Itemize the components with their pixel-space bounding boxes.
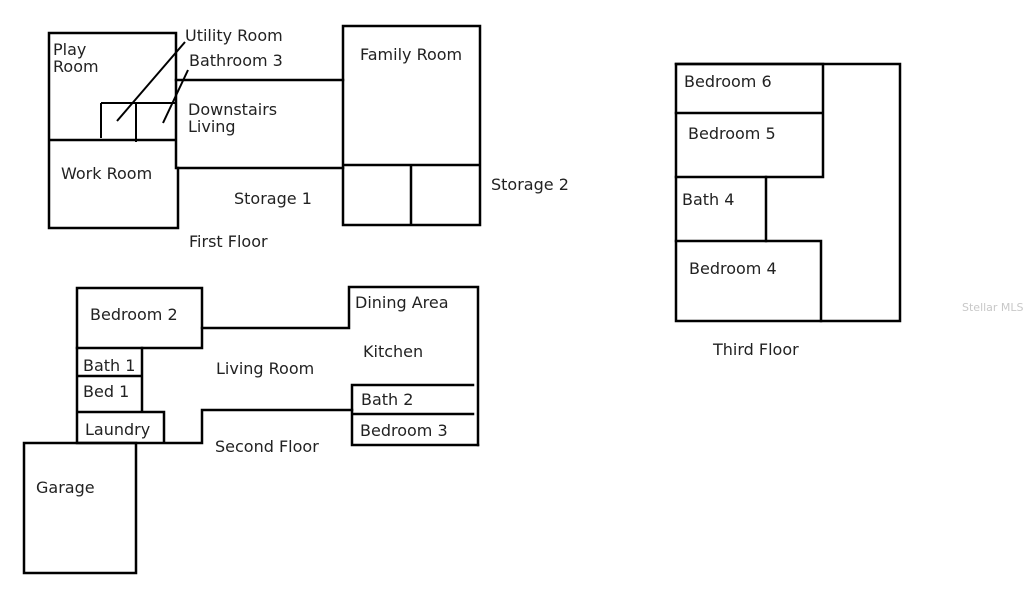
garage-walls xyxy=(22,441,138,575)
utility-bath-walls xyxy=(100,102,176,142)
third-floor-outer-walls xyxy=(674,62,902,323)
bedroom-4-walls xyxy=(674,239,823,323)
storage-1-label: Storage 1 xyxy=(234,189,312,208)
work-room-label: Work Room xyxy=(61,164,152,183)
storage-2-label: Storage 2 xyxy=(491,175,569,194)
family-room-label: Family Room xyxy=(360,45,462,64)
first-floor-plan: Play Room Utility Room Bathroom 3 Downst… xyxy=(47,24,569,251)
third-floor-title: Third Floor xyxy=(712,340,799,359)
bedroom-2-label: Bedroom 2 xyxy=(90,305,178,324)
bedroom-2-walls xyxy=(75,286,204,350)
utility-room-leader-line xyxy=(116,41,186,122)
bedroom-6-label: Bedroom 6 xyxy=(684,72,772,91)
downstairs-living-walls xyxy=(174,78,345,170)
downstairs-living-label-line2: Living xyxy=(188,117,236,136)
second-floor-plan: Bedroom 2 Dining Area Kitchen Living Roo… xyxy=(22,285,480,575)
play-room-label: Play xyxy=(53,40,86,59)
living-room-top-wall xyxy=(200,285,480,447)
first-floor-title: First Floor xyxy=(189,232,268,251)
kitchen-label: Kitchen xyxy=(363,342,423,361)
garage-label: Garage xyxy=(36,478,95,497)
bath-1-label: Bath 1 xyxy=(83,356,135,375)
downstairs-living-label: Downstairs xyxy=(188,100,277,119)
utility-room-label: Utility Room xyxy=(185,26,283,45)
dining-area-label: Dining Area xyxy=(355,293,449,312)
family-room-walls xyxy=(341,24,482,227)
second-floor-title: Second Floor xyxy=(215,437,319,456)
bedroom-5-label: Bedroom 5 xyxy=(688,124,776,143)
bedroom-3-label: Bedroom 3 xyxy=(360,421,448,440)
laundry-label: Laundry xyxy=(85,420,150,439)
living-room-label: Living Room xyxy=(216,359,314,378)
first-floor-left-walls xyxy=(47,31,180,230)
bath-2-label: Bath 2 xyxy=(361,390,413,409)
bathroom-3-label: Bathroom 3 xyxy=(189,51,283,70)
bath-2-bedroom-3-walls xyxy=(350,383,480,447)
watermark: Stellar MLS xyxy=(962,301,1024,314)
bed-1-label: Bed 1 xyxy=(83,382,129,401)
third-floor-plan: Bedroom 6 Bedroom 5 Bath 4 Bedroom 4 Thi… xyxy=(674,62,902,359)
bedroom-4-label: Bedroom 4 xyxy=(689,259,777,278)
bath-4-label: Bath 4 xyxy=(682,190,734,209)
bedroom-6-5-walls xyxy=(674,62,825,179)
play-room-label-line2: Room xyxy=(53,57,99,76)
left-stack-walls xyxy=(75,346,354,445)
